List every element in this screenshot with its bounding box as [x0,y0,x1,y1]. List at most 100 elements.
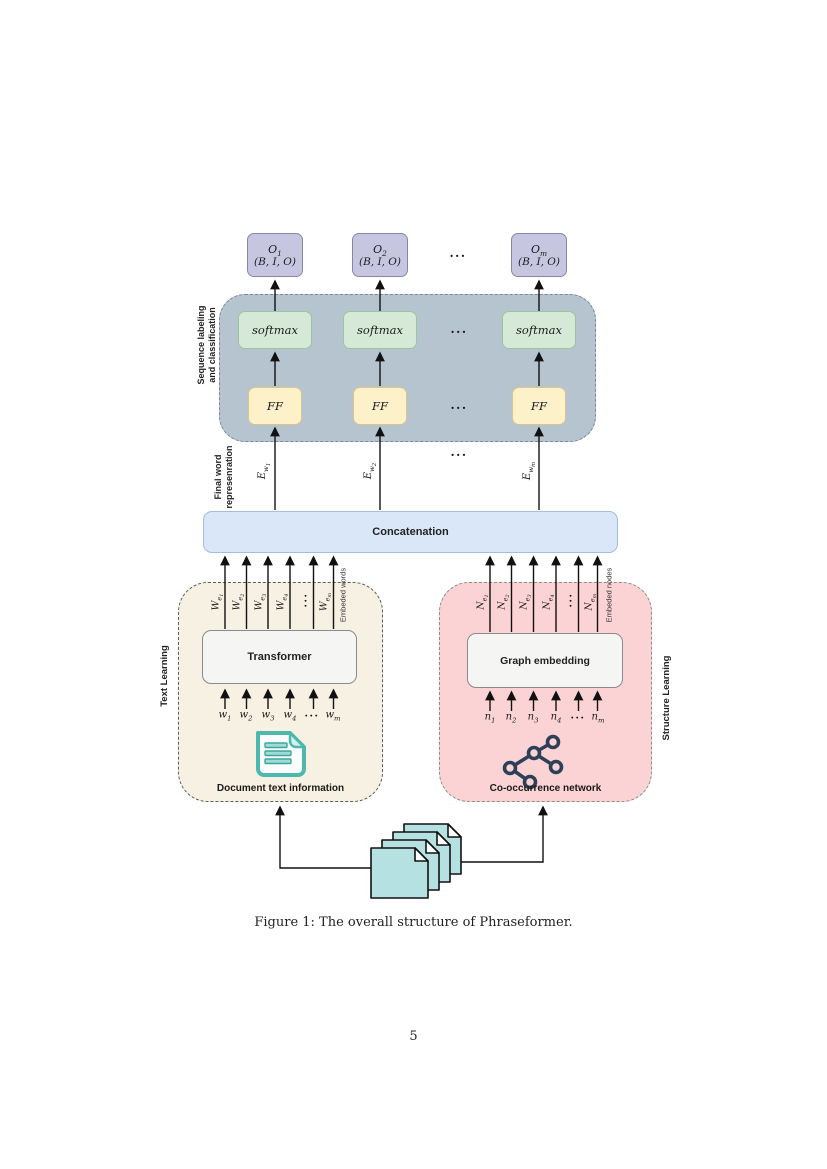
sub-index: 1 [218,593,225,597]
connector-corpus-to-text-panel [275,805,373,869]
graph-embedding-label: Graph embedding [500,654,590,667]
label-sub: 2 [512,716,517,725]
output-box-2: O2 (B, I, O) [352,233,408,277]
sub-index: 3 [261,593,268,597]
ellipsis: ... [304,708,320,720]
label-base: W [210,600,222,611]
label-base: O [373,242,383,256]
label-sub: e1 [215,593,225,601]
word-embedding-label-m: Wem [318,593,332,611]
sub-index: 2 [371,462,378,467]
embedded-words-label: Embeded words [338,567,348,623]
node-label-2: n2 [505,711,517,725]
ff-box-2: FF [353,387,407,425]
output-box-m: Om (B, I, O) [511,233,567,277]
node-label-m: nm [591,711,605,725]
label-base: N [518,601,530,610]
document-icon [256,731,306,777]
sub-letter: e [280,596,289,601]
ellipsis: ... [450,445,468,459]
label-line-2: represenration [224,445,234,509]
output-box-1: O1 (B, I, O) [247,233,303,277]
label-sub: 4 [557,716,562,725]
word-embedding-label-3: We3 [253,593,268,611]
label-sub: 1 [277,248,282,258]
label-sub: e4 [546,594,556,601]
label-base: n [527,711,535,723]
structure-learning-label: Structure Learning [661,655,673,741]
sub-letter: w [368,466,377,472]
label-base: W [231,600,243,611]
label-base: W [253,600,265,611]
node-label-4: n4 [551,712,562,725]
ff-label: FF [267,399,283,413]
final-embedding-label-1: Ew1 [257,462,272,480]
label-base: n [591,711,598,723]
document-text-information-label: Document text information [216,783,345,794]
label-base: E [257,471,269,480]
label-base: N [496,601,508,610]
sub-letter: w [527,466,536,473]
sub-index: 4 [283,593,290,597]
label-sub: 3 [534,716,539,725]
sub-letter: e [258,596,267,601]
final-embedding-label-2: Ew2 [363,462,378,480]
label-base: W [275,600,287,611]
label-base: O [530,242,540,256]
arrow-group [220,279,603,869]
label-sub: m [598,716,605,725]
word-label-3: w3 [262,710,275,723]
sub-letter: e [236,596,245,601]
label-sub: w1 [262,462,272,472]
co-occurrence-network-label: Co-occurrence network [489,783,602,794]
ellipsis: ... [450,398,468,412]
sub-index: m [591,593,598,599]
word-label-m: wm [325,710,340,722]
final-word-representation-label: Final word represenration [213,445,236,508]
label-sub: e3 [258,593,268,601]
ellipsis: ... [449,246,467,260]
node-embedding-label-2: Ne2 [496,594,510,610]
label-line-1: Final word [212,454,223,500]
label-base: w [283,709,293,721]
label-base: n [484,711,492,723]
sub-index: m [530,461,537,467]
bio-tags: (B, I, O) [253,255,296,268]
concatenation-bar: Concatenation [203,511,618,553]
node-embedding-label-1: Ne1 [475,594,490,609]
label-sub: m [539,248,548,258]
sub-index: 1 [265,462,272,467]
ff-box-1: FF [248,387,302,425]
label-sub: 2 [248,714,253,723]
word-embedding-label-2: We2 [231,594,246,611]
ff-label: FF [372,399,388,413]
label-base: O [268,242,278,256]
transformer-label: Transformer [247,651,312,663]
document-stack-icon [370,823,462,899]
label-base: n [505,711,513,723]
label-sub: e2 [236,594,246,601]
label-sub: e1 [480,594,490,602]
sub-letter: e [523,597,532,602]
word-label-1: w1 [218,709,232,722]
sub-index: 2 [504,594,511,598]
graph-embedding-box: Graph embedding [467,633,623,688]
figure-caption: Figure 1: The overall structure of Phras… [254,915,573,930]
node-embedding-label-m: Nem [583,593,598,611]
label-base: w [239,709,249,721]
softmax-label: softmax [252,323,298,337]
sub-letter: e [323,597,332,602]
word-label-2: w2 [239,709,253,723]
ellipsis: ... [450,322,468,336]
ff-label: FF [531,399,547,413]
label-base: w [218,709,228,721]
sub-letter: e [480,597,489,602]
label-sub: e4 [280,593,290,601]
network-graph-icon [502,734,564,790]
label-sub: em [588,593,598,603]
label-sub: 3 [270,714,275,723]
sub-letter: e [215,596,224,601]
word-embedding-label-1: We1 [210,593,225,611]
label-base: N [583,602,595,611]
